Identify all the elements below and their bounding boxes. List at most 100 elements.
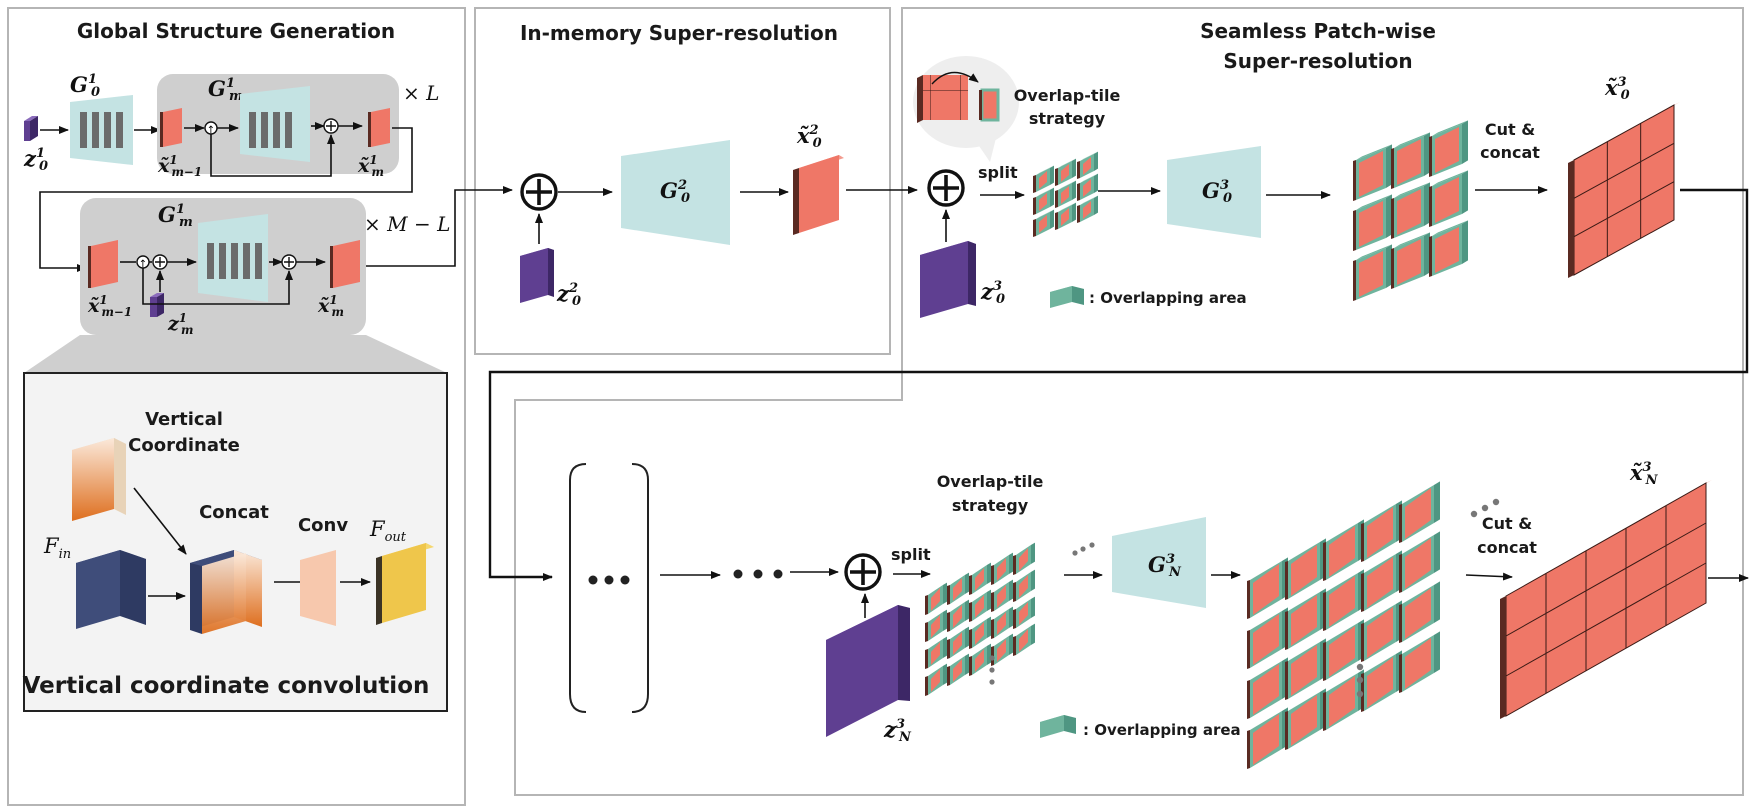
global-title: Global Structure Generation bbox=[77, 19, 395, 43]
patch-bottom-r2-c3 bbox=[991, 606, 1013, 639]
patch-grid-top bbox=[1033, 151, 1098, 237]
vcc-box bbox=[23, 372, 448, 712]
sr-bottom-r1-c0 bbox=[1247, 607, 1288, 669]
patch-grid-bottom bbox=[925, 542, 1035, 696]
patch-top-r1-c1 bbox=[1055, 180, 1076, 208]
overlap-legend-top-label: : Overlapping area bbox=[1089, 289, 1247, 307]
overlap-tile-label-bottom-line2: strategy bbox=[952, 496, 1029, 515]
g03-generator bbox=[1167, 146, 1261, 238]
patch-bottom-r2-c2 bbox=[969, 616, 991, 649]
inmemory-title: In-memory Super-resolution bbox=[520, 21, 838, 45]
sr-top-r2-c2 bbox=[1429, 220, 1468, 277]
xN3-output bbox=[1500, 480, 1712, 719]
patch-top-r1-c0 bbox=[1033, 187, 1054, 215]
xm-out-top-slab bbox=[368, 108, 390, 147]
overlap-legend-bottom bbox=[1040, 715, 1076, 738]
x03-output bbox=[1568, 102, 1680, 278]
patch-bottom-r1-c1 bbox=[947, 599, 969, 632]
sr-top-r1-c2 bbox=[1429, 170, 1468, 227]
patch-grid-bottom-diagonal-dots bbox=[1072, 542, 1095, 556]
sr-grid-bottom-diagonal-dots bbox=[1470, 498, 1500, 518]
fin-label: Fin bbox=[43, 534, 71, 562]
overlap-legend-bottom-label: : Overlapping area bbox=[1083, 721, 1241, 739]
patch-bottom-r3-c3 bbox=[991, 633, 1013, 666]
sr-top-r0-c1 bbox=[1391, 132, 1430, 189]
patch-bottom-r3-c0 bbox=[925, 663, 947, 696]
patch-top-r2-c0 bbox=[1033, 209, 1054, 237]
patch-top-r1-c2 bbox=[1077, 173, 1098, 201]
split-label-bottom: split bbox=[891, 545, 931, 564]
seamless-section-frame bbox=[514, 7, 1744, 796]
inmemory-section-frame bbox=[474, 7, 891, 355]
sr-bottom-r0-c0 bbox=[1247, 557, 1288, 619]
zm-cube bbox=[150, 293, 164, 317]
skip-connection-mid bbox=[142, 268, 293, 305]
zoom-callout bbox=[24, 335, 447, 373]
patch-bottom-r0-c1 bbox=[947, 572, 969, 605]
z01-cube bbox=[24, 116, 38, 141]
patch-bottom-r3-c4 bbox=[1013, 623, 1035, 656]
xm-out-mid-slab bbox=[330, 240, 360, 288]
gm-mid-generator bbox=[198, 214, 268, 302]
repeat-ML-label: × M − L bbox=[364, 212, 450, 236]
sr-bottom-r3-c0 bbox=[1247, 707, 1288, 769]
connector-seamless-to-bottom bbox=[488, 188, 1749, 581]
g01-generator bbox=[70, 95, 133, 165]
add-op-mid-plus bbox=[284, 257, 294, 267]
patch-top-r2-c1 bbox=[1055, 202, 1076, 230]
sr-bottom-r2-c0 bbox=[1247, 657, 1288, 719]
sr-bottom-r0-c3 bbox=[1361, 500, 1402, 562]
sr-top-r2-c1 bbox=[1391, 232, 1430, 289]
zN3-cube bbox=[826, 605, 910, 737]
arrow-coord-to-concat bbox=[133, 487, 187, 555]
patch-bottom-r0-c2 bbox=[969, 562, 991, 595]
sr-bottom-r1-c3 bbox=[1361, 550, 1402, 612]
patch-bottom-r0-c3 bbox=[991, 552, 1013, 585]
sr-patch-grid-bottom bbox=[1247, 481, 1440, 769]
patch-bottom-r1-c0 bbox=[925, 609, 947, 642]
sr-bottom-r2-c3 bbox=[1361, 600, 1402, 662]
gm-top-generator bbox=[240, 86, 310, 162]
sr-bottom-r3-c4 bbox=[1399, 631, 1440, 693]
ellipsis-dots bbox=[733, 569, 783, 579]
cut-concat-top-line2: concat bbox=[1480, 143, 1540, 162]
sr-top-r2-c0 bbox=[1353, 244, 1392, 301]
seamless-title-line1: Seamless Patch-wise bbox=[1200, 19, 1436, 43]
conv-block bbox=[300, 550, 336, 626]
x02-slab bbox=[793, 155, 844, 235]
vertical-coordinate-label-line1: Vertical bbox=[145, 409, 223, 430]
sr-grid-bottom-vertical-dots bbox=[1356, 663, 1364, 698]
seamless-title-line2: Super-resolution bbox=[1223, 49, 1412, 73]
concat-label: Concat bbox=[199, 502, 269, 523]
cut-concat-bottom-line2: concat bbox=[1477, 538, 1537, 557]
add-noise-op-mid-plus bbox=[155, 257, 165, 267]
z02-cube bbox=[520, 248, 554, 303]
vcc-title: Vertical coordinate convolution bbox=[23, 673, 430, 699]
patch-bottom-r2-c0 bbox=[925, 636, 947, 669]
patch-bottom-r0-c0 bbox=[925, 582, 947, 615]
gN3-generator bbox=[1112, 517, 1206, 608]
patch-bottom-r2-c1 bbox=[947, 626, 969, 659]
connector-top-to-mid bbox=[39, 127, 413, 272]
xN3-slab bbox=[1500, 480, 1712, 719]
overlap-tile-label-top-line2: strategy bbox=[1029, 109, 1106, 128]
g02-generator bbox=[621, 140, 730, 245]
sr-bottom-r1-c2 bbox=[1323, 569, 1364, 631]
sr-bottom-r1-c4 bbox=[1399, 531, 1440, 593]
sr-top-r1-c0 bbox=[1353, 194, 1392, 251]
sr-bottom-r2-c4 bbox=[1399, 581, 1440, 643]
sr-bottom-r1-c1 bbox=[1285, 588, 1326, 650]
sr-bottom-r0-c4 bbox=[1399, 481, 1440, 543]
